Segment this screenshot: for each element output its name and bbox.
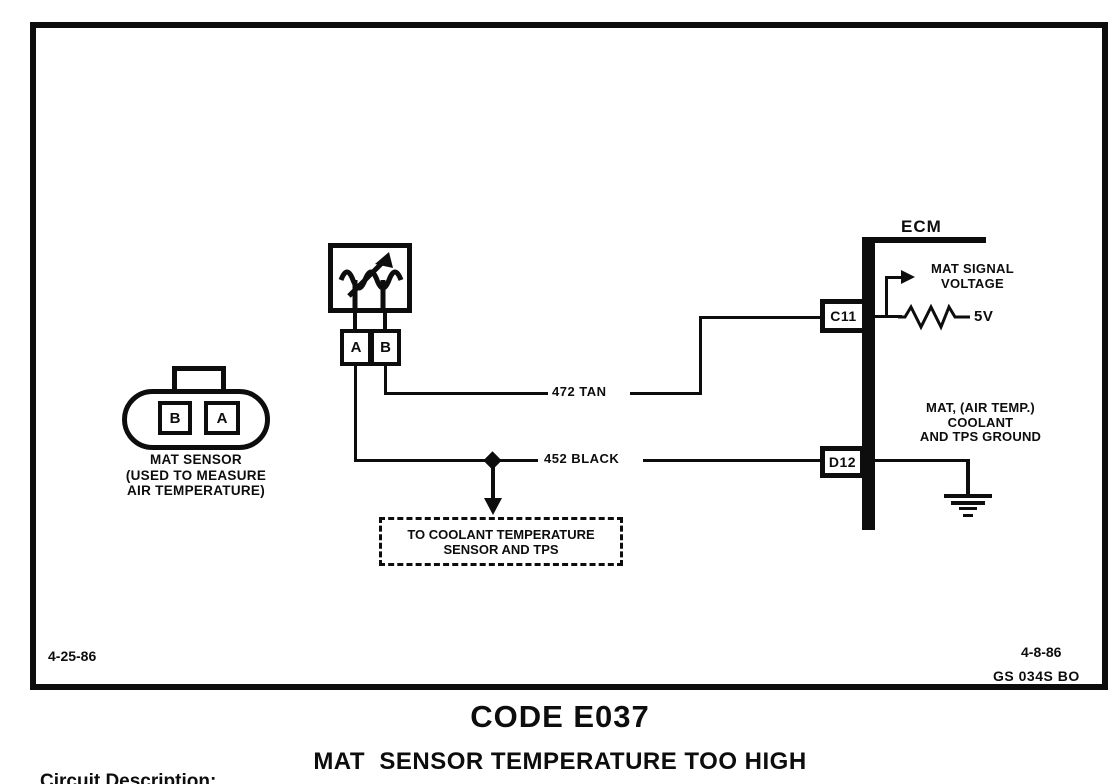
signal-branch-line [885,276,888,318]
page-title-code: CODE E037 [470,699,650,734]
connector-pin-a: A [204,401,240,435]
connector-pin-b-label: B [169,409,181,427]
supply-voltage-label: 5V [974,308,994,325]
wire-452-segment2 [643,459,822,462]
sensor-lead-a [353,311,357,331]
wire-472-segment3 [699,316,822,319]
mat-signal-caption-line2: VOLTAGE [940,275,1004,291]
page-title-description: MAT SENSOR TEMPERATURE TOO HIGH [313,748,807,775]
wire-452-segment1 [354,459,538,462]
mat-signal-caption-line1: MAT SIGNAL [931,261,1014,276]
ground-icon [944,494,992,498]
ecm-pin-d12: D12 [820,446,865,478]
sensor-pin-a-label: A [350,339,362,356]
mat-signal-caption: MAT SIGNAL VOLTAGE [915,261,1030,291]
ecm-pin-c11: C11 [820,299,867,333]
revision-date-right: 4-8-86 [1021,644,1062,660]
thermistor-icon [338,252,404,308]
circuit-description-heading-partial: Circuit Description: [40,771,217,784]
wire-472-segment2 [630,392,702,395]
c11-wire [866,315,902,318]
note-line1: TO COOLANT TEMPERATURE [407,526,595,542]
connector-pin-b: B [158,401,192,435]
connector-caption-line1: MAT SENSOR [149,452,242,467]
connector-caption-line2: (USED TO MEASURE [125,467,267,483]
document-code: GS 034S BO [993,668,1080,684]
ecm-label: ECM [901,217,942,236]
ground-caption: MAT, (AIR TEMP.) COOLANT AND TPS GROUND [898,400,1063,445]
connector-caption: MAT SENSOR (USED TO MEASURE AIR TEMPERAT… [66,452,326,499]
ground-drop-line [966,459,970,497]
wire-472-label: 472 TAN [552,384,607,399]
d12-wire [864,459,970,462]
sensor-pin-b-label: B [380,339,391,356]
wire-472-drop [384,366,387,395]
sensor-pin-a: A [340,329,372,366]
signal-branch-horizontal [885,276,903,279]
connector-caption-line3: AIR TEMPERATURE) [126,483,266,498]
ecm-vertical-bar [862,237,875,530]
connector-pin-a-label: A [216,409,228,427]
ground-caption-line1: MAT, (AIR TEMP.) [926,400,1035,415]
wire-472-segment1 [384,392,548,395]
branch-line-down [491,460,495,501]
wire-472-riser [699,316,702,395]
wire-452-drop [354,366,357,462]
arrow-down-icon [484,498,502,515]
note-line2: SENSOR AND TPS [443,541,559,557]
connector-body [122,389,270,450]
ecm-top-bar [862,237,986,243]
ground-icon-line3 [959,507,977,510]
sensor-pin-b: B [370,329,401,366]
ground-caption-line3: AND TPS GROUND [919,429,1042,444]
ecm-pin-c11-label: C11 [830,308,857,324]
arrow-right-icon [901,270,915,284]
ground-caption-line2: COOLANT [947,414,1014,430]
ecm-pin-d12-label: D12 [828,454,857,470]
diagram-border-frame [30,22,1108,690]
resistor-icon [898,303,970,331]
wire-452-label: 452 BLACK [544,451,620,466]
sensor-lead-b [383,311,387,331]
ground-icon-line4 [963,514,973,517]
ground-icon-line2 [951,501,985,505]
revision-date-left: 4-25-86 [48,648,97,664]
mat-sensor-symbol-box [328,243,412,313]
coolant-tps-note-box: TO COOLANT TEMPERATURE SENSOR AND TPS [379,517,623,566]
